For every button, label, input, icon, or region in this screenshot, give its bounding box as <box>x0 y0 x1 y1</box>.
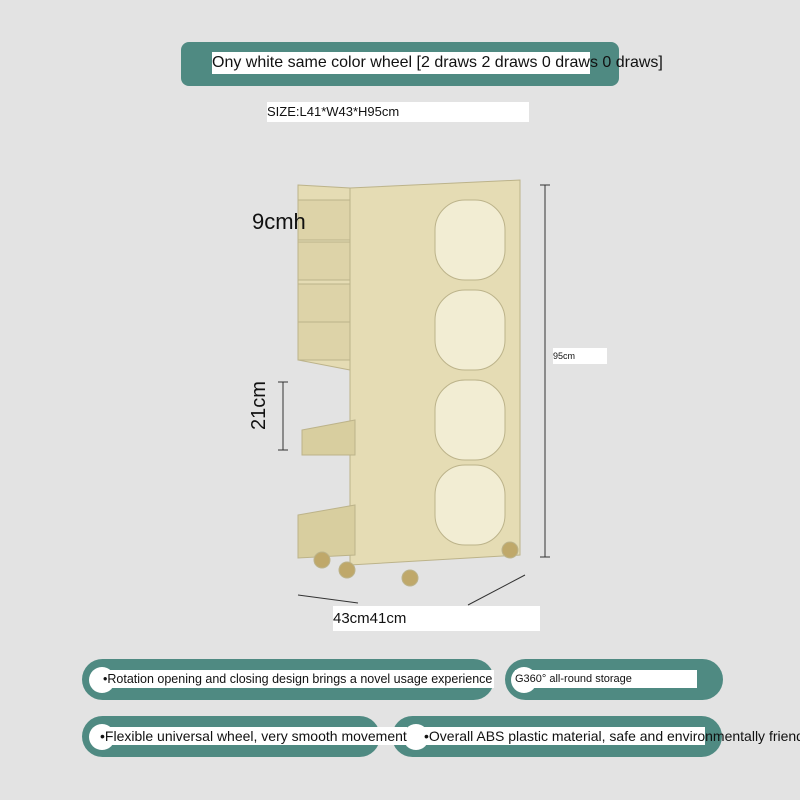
total-height-label: 95cm <box>553 348 607 364</box>
storage-cart-image <box>278 179 550 606</box>
feature-text-material: •Overall ABS plastic material, safe and … <box>424 727 800 745</box>
feature-text-rotation: •Rotation opening and closing design bri… <box>103 670 495 688</box>
shelf-height-label: 21cm <box>248 381 270 430</box>
variant-text: Ony white same color wheel [2 draws 2 dr… <box>212 52 663 74</box>
drawer-height-label: 9cmh <box>252 209 306 234</box>
feature-text-wheel: •Flexible universal wheel, very smooth m… <box>100 727 407 745</box>
feature-text-storage: G360° all-round storage <box>515 670 697 688</box>
base-size-label: 43cm41cm <box>333 606 540 631</box>
size-text: SIZE:L41*W43*H95cm <box>267 102 529 122</box>
